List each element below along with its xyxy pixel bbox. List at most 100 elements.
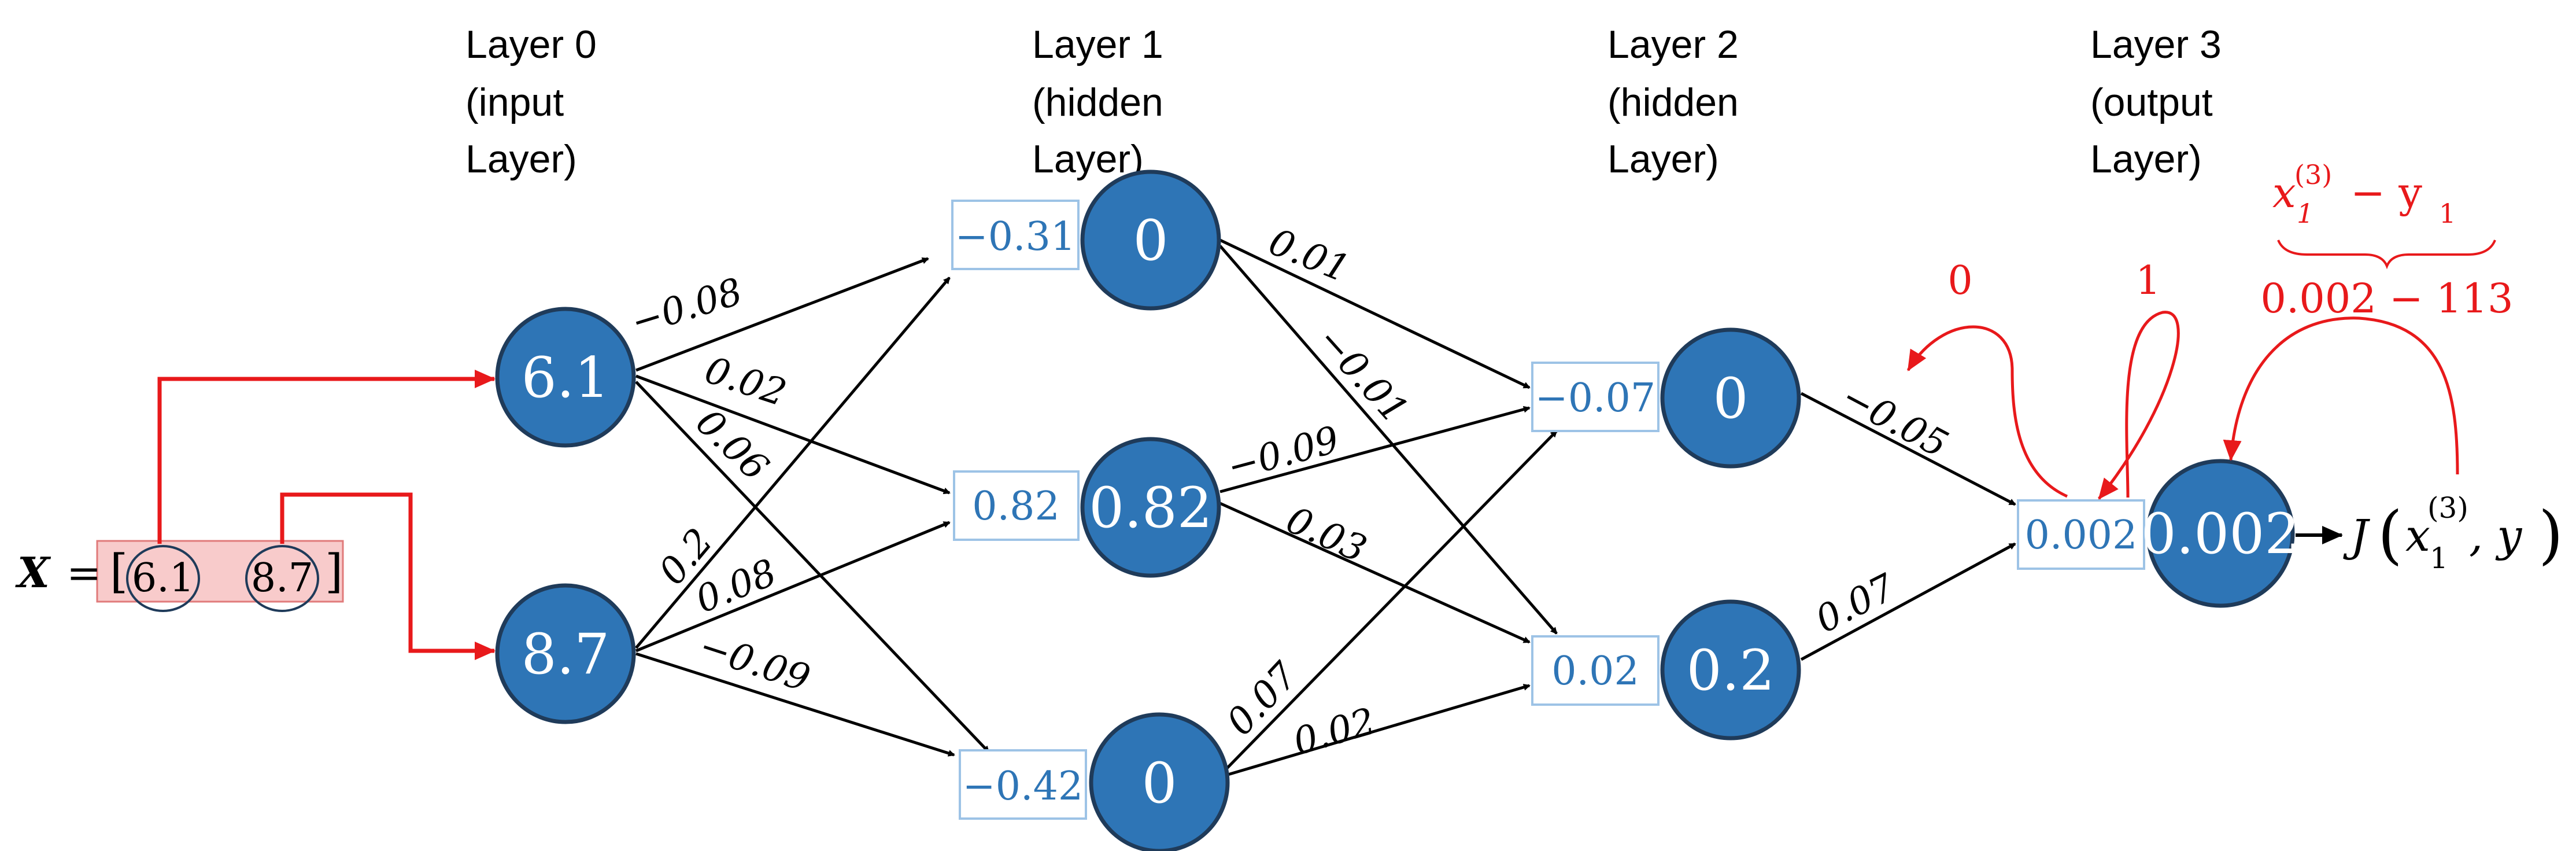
- svg-text:Layer 1: Layer 1: [1032, 23, 1163, 67]
- edges-l1-l2: [1219, 238, 1558, 777]
- edge-l1n0-l2n1: [1219, 245, 1558, 635]
- node-value: 0: [1713, 366, 1748, 431]
- weight-label: −0.05: [1834, 375, 1954, 466]
- node-value: 0.2: [1687, 638, 1775, 703]
- weights-l2-l3: −0.05 0.07: [1809, 375, 1955, 642]
- node-l0-1: [495, 583, 636, 724]
- svg-text:(hidden: (hidden: [1032, 80, 1163, 124]
- formula-value: 0.002 − 113: [2260, 275, 2513, 322]
- svg-text:Layer): Layer): [2090, 137, 2202, 181]
- node-l1-1: [1080, 437, 1221, 578]
- nodes: 6.1 8.7 0 0.82 0 0 0.2 0.002: [495, 170, 2300, 851]
- error-formula: x 1 (3) − y 1 0.002 − 113: [2260, 159, 2513, 322]
- layer-2-title: Layer 2 (hidden Layer): [1607, 23, 1739, 181]
- preact-value: 0.82: [972, 484, 1059, 529]
- weight-label: −0.09: [694, 625, 815, 701]
- edge-l0n1-l1n1: [635, 521, 951, 653]
- preact-value: −0.42: [963, 764, 1083, 809]
- weight-label: −0.09: [1223, 418, 1344, 489]
- input-x-label: X: [15, 548, 51, 597]
- weight-label: 0.02: [1289, 700, 1380, 764]
- preact-box: [959, 749, 1087, 820]
- node-l0-0: [495, 307, 636, 448]
- input-value-2-ring: [245, 545, 319, 612]
- loss-x: x: [2405, 510, 2430, 561]
- input-open-bracket: [: [110, 544, 128, 598]
- edge-l1n2-l2n0: [1225, 430, 1558, 771]
- input-value-1-ring: [126, 545, 200, 612]
- svg-text:Layer 0: Layer 0: [465, 23, 597, 67]
- input-value-2: 8.7: [251, 555, 313, 601]
- node-l3-0: [2146, 459, 2295, 608]
- edge-l0n0-l1n2: [635, 381, 990, 753]
- preact-box: [2017, 499, 2145, 570]
- input-routing-arrows: [157, 370, 496, 660]
- weight-label: −0.01: [1309, 319, 1416, 432]
- layer-1-title: Layer 1 (hidden Layer): [1032, 23, 1163, 181]
- preact-box: [953, 470, 1080, 541]
- preactivation-boxes: −0.31 0.82 −0.42 −0.07 0.02 0.002: [951, 200, 2145, 820]
- edge-l1n1-l2n0: [1219, 406, 1531, 493]
- route-arrow-1: [157, 370, 496, 544]
- edges-l0-l1: [635, 257, 990, 757]
- loss-sub: 1: [2430, 541, 2448, 575]
- gradient-arrow-2: [2223, 316, 2459, 475]
- loss-sup: (3): [2427, 491, 2468, 525]
- svg-text:(hidden: (hidden: [1607, 80, 1739, 124]
- loss-open-paren: (: [2378, 498, 2403, 572]
- loss-output: J ( x 1 (3) , y ): [2296, 491, 2563, 575]
- loss-J: J: [2343, 510, 2370, 561]
- svg-text:Layer): Layer): [1032, 137, 1144, 181]
- node-value: 6.1: [522, 345, 610, 410]
- preact-value: −0.07: [1535, 375, 1655, 421]
- edge-l1n1-l2n1: [1219, 502, 1531, 644]
- layer-0-title: Layer 0 (input Layer): [465, 23, 597, 181]
- loss-close-paren: ): [2538, 498, 2563, 572]
- node-l2-1: [1660, 599, 1801, 741]
- node-value: 0: [1141, 751, 1177, 816]
- weight-label: 0.03: [1280, 499, 1372, 572]
- input-equals: =: [66, 548, 101, 597]
- gradient-arrow-0: [1906, 325, 2068, 498]
- edge-l1n0-l2n0: [1219, 238, 1531, 389]
- preact-box: [1531, 635, 1660, 706]
- gradient-arrow-1: [2098, 311, 2180, 500]
- svg-text:Layer 3: Layer 3: [2090, 23, 2222, 67]
- gradient-label-1: 1: [2135, 258, 2160, 304]
- weight-label: 0.01: [1263, 220, 1355, 291]
- node-l2-0: [1660, 327, 1801, 469]
- formula-y-sub: 1: [2439, 198, 2456, 229]
- node-value: 0.82: [1089, 476, 1213, 540]
- preact-value: 0.002: [2025, 513, 2138, 558]
- loss-rest: , y: [2469, 510, 2522, 561]
- edge-l0n1-l1n0: [635, 277, 951, 649]
- node-value: 8.7: [522, 622, 610, 687]
- input-close-bracket: ]: [325, 544, 343, 598]
- formula-minus-y: − y: [2350, 168, 2422, 217]
- preact-value: 0.02: [1551, 649, 1639, 694]
- svg-text:Layer): Layer): [465, 137, 577, 181]
- formula-sub: 1: [2297, 198, 2313, 229]
- edge-l1n2-l2n1: [1225, 684, 1531, 777]
- preact-box: [1531, 362, 1660, 432]
- edge-l0n0-l1n0: [635, 257, 929, 372]
- node-l1-0: [1080, 170, 1221, 311]
- weights-l0-l1: −0.08 0.02 0.06 0.2 0.08 −0.09: [626, 270, 815, 701]
- layer-3-title: Layer 3 (output Layer): [2090, 23, 2222, 181]
- edge-l2n0-l3n0: [1800, 392, 2016, 506]
- formula-sup: (3): [2294, 159, 2332, 190]
- svg-text:(input: (input: [465, 80, 564, 124]
- gradient-arrows: [1906, 311, 2459, 500]
- formula-x: x: [2272, 168, 2296, 217]
- node-value: 0: [1133, 208, 1168, 273]
- input-vector: X = [ 6.1 8.7 ]: [15, 540, 344, 612]
- edges-l2-l3: [1800, 392, 2016, 661]
- formula-brace: [2277, 240, 2496, 270]
- weights-l1-l2: 0.01 −0.01 −0.09 0.03 0.07 0.02: [1219, 220, 1417, 764]
- edge-l2n1-l3n0: [1800, 542, 2016, 661]
- gradient-label-0: 0: [1947, 258, 1972, 304]
- preact-value: −0.31: [955, 214, 1076, 260]
- preact-box: [951, 200, 1080, 270]
- weight-label: 0.06: [688, 401, 777, 489]
